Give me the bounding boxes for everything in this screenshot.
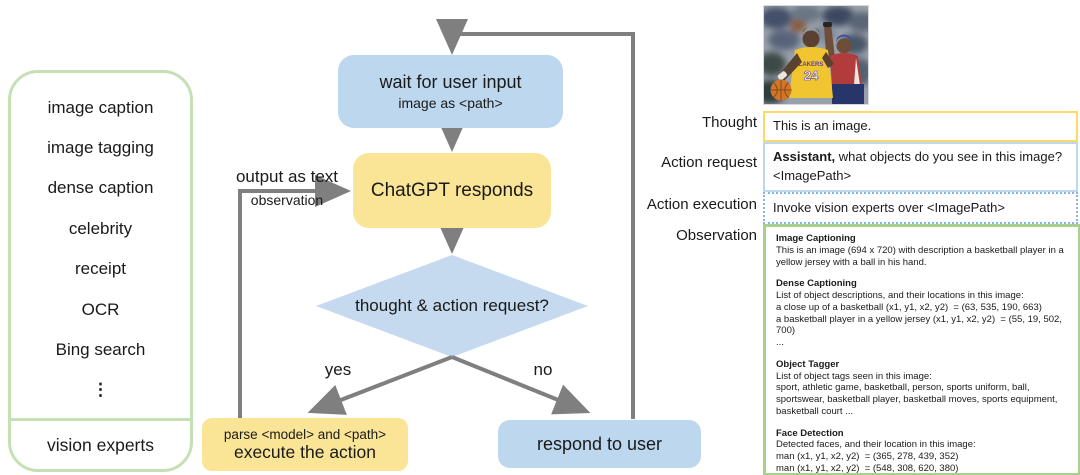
svg-text:24: 24 (804, 68, 819, 83)
list-item: Bing search (55, 339, 146, 359)
node-subtitle: parse <model> and <path> (223, 426, 387, 442)
vision-experts-title: vision experts (11, 418, 190, 469)
section-line: yellow jersey with a ball in his hand. (776, 256, 927, 268)
action-request-row-label: Action request (661, 154, 757, 171)
output-as-text-label: output as text (235, 167, 339, 186)
section-line: Detected faces, and their location in th… (776, 439, 976, 451)
action-execution-text: Invoke vision experts over <ImagePath> (773, 200, 1005, 215)
section-line: This is an image (694 x 720) with descri… (776, 244, 1064, 256)
observation-section-face-detection: Face Detection Detected faces, and their… (776, 428, 1068, 475)
basketball (770, 79, 792, 101)
section-heading: Dense Captioning (776, 278, 857, 290)
observation-section-dense-captioning: Dense Captioning List of object descript… (776, 278, 1068, 349)
list-item: image tagging (47, 138, 154, 158)
chatgpt-responds-node: ChatGPT responds (353, 153, 551, 228)
section-line: man (x1, y1, x2, y2) = (548, 308, 620, 3… (776, 463, 959, 475)
node-title: execute the action (233, 441, 377, 462)
section-line: ... (776, 337, 784, 349)
vision-experts-panel: image caption image tagging dense captio… (8, 70, 193, 472)
node-subtitle: image as <path> (398, 95, 503, 111)
list-item: celebrity (68, 218, 133, 238)
yellow-jersey-player: LAKERS 24 (777, 27, 834, 98)
action-request-box: Assistant, what objects do you see in th… (763, 142, 1078, 192)
action-execution-row-label: Action execution (646, 196, 757, 213)
observation-row-label: Observation (676, 227, 757, 244)
section-line: sport, athletic game, basketball, person… (776, 382, 1030, 394)
no-branch-label: no (533, 360, 553, 379)
section-line: List of object descriptions, and their l… (776, 290, 1024, 302)
list-item: image caption (47, 97, 154, 117)
decision-label: thought & action request? (355, 296, 549, 315)
section-line: man (x1, y1, x2, y2) = (365, 278, 439, 3… (776, 451, 959, 463)
ellipsis-icon: ⋮ (92, 380, 109, 400)
section-heading: Image Captioning (776, 233, 856, 244)
observation-section-object-tagger: Object Tagger List of object tags seen i… (776, 359, 1068, 418)
section-line: a close up of a basketball (x1, y1, x2, … (776, 301, 1042, 313)
section-line: sportswear, basketball player, basketbal… (776, 394, 1058, 406)
node-title: ChatGPT responds (370, 179, 534, 201)
section-heading: Object Tagger (776, 358, 840, 370)
defender-player (823, 22, 864, 104)
section-heading: Face Detection (776, 427, 844, 439)
respond-to-user-node: respond to user (498, 420, 701, 468)
execute-action-node: parse <model> and <path> execute the act… (202, 418, 408, 471)
observation-box: Image Captioning This is an image (694 x… (763, 224, 1080, 475)
node-title: wait for user input (379, 72, 522, 92)
list-item: dense caption (47, 178, 154, 198)
thought-box: This is an image. (763, 111, 1078, 142)
observation-section-image-captioning: Image Captioning This is an image (694 x… (776, 233, 1068, 268)
action-request-speaker: Assistant, (773, 149, 836, 164)
basketball-photo-image: LAKERS 24 (763, 5, 869, 105)
yes-branch-label: yes (324, 360, 352, 379)
list-item: receipt (74, 259, 127, 279)
svg-text:LAKERS: LAKERS (799, 62, 824, 68)
section-line: List of object tags seen in this image: (776, 370, 932, 382)
thought-text: This is an image. (773, 118, 872, 133)
thought-row-label: Thought (701, 114, 757, 131)
action-request-text: what objects do you see in this image? <… (773, 149, 1063, 183)
action-execution-box: Invoke vision experts over <ImagePath> (763, 192, 1078, 224)
section-line: a basketball player in a yellow jersey (… (776, 313, 1065, 337)
section-line: basketball court ... (776, 405, 854, 417)
vision-experts-list: image caption image tagging dense captio… (11, 73, 190, 418)
node-title: respond to user (536, 433, 663, 454)
observation-edge-label: observation (250, 192, 324, 208)
wait-for-user-input-node: wait for user input image as <path> (338, 55, 563, 128)
list-item: OCR (81, 299, 120, 319)
